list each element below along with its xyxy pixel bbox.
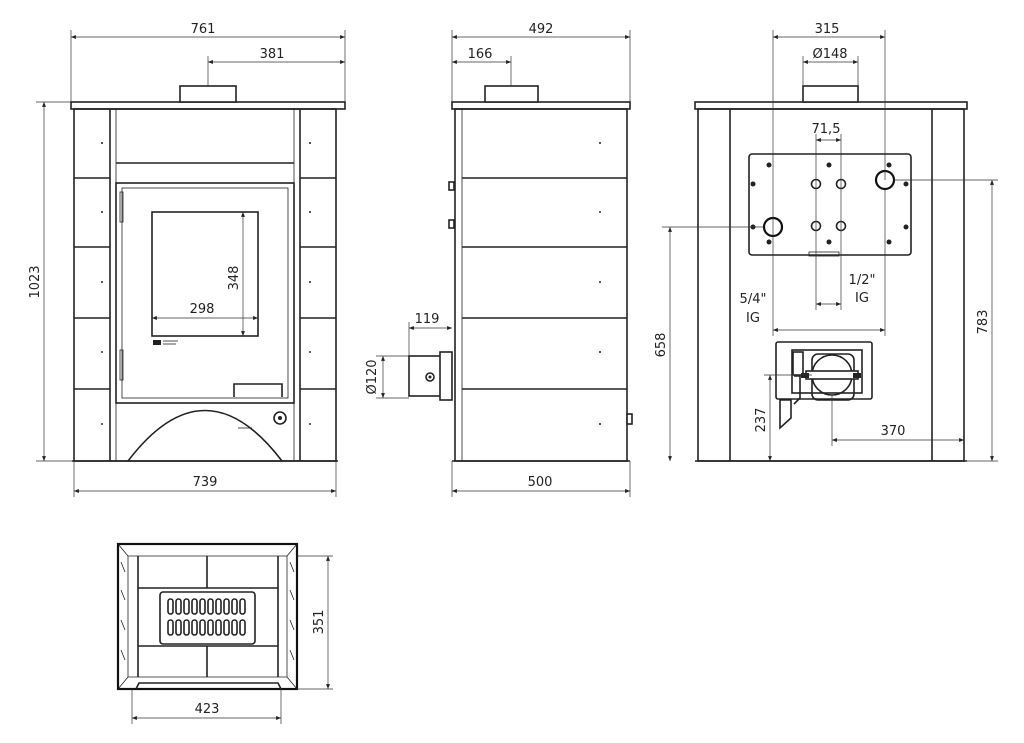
front-air-control [233, 383, 283, 397]
dim-height-658: 658 [654, 333, 669, 358]
dim-side-depth: 500 [528, 475, 553, 490]
side-flue-collar [484, 85, 539, 103]
grill-slot [239, 619, 246, 636]
front-right-tiles [293, 109, 336, 461]
back-air-intake [775, 341, 873, 430]
grill-slot [207, 619, 214, 636]
grill-slot [199, 598, 206, 615]
side-top-plate [451, 101, 631, 110]
back-flue-collar [802, 85, 859, 103]
front-body [73, 108, 337, 462]
dim-inlet-diameter: Ø120 [365, 359, 380, 394]
back-top-plate [694, 101, 968, 110]
front-door [115, 182, 295, 404]
grill-slot [215, 619, 222, 636]
grill-slot [191, 619, 198, 636]
front-logo [153, 340, 161, 345]
dim-flue-diameter: Ø148 [812, 47, 847, 62]
grill-slot [175, 619, 182, 636]
front-flue-collar [179, 85, 237, 103]
conn-a-type: IG [746, 311, 760, 326]
grill-slot [207, 598, 214, 615]
dim-top-width: 423 [195, 702, 220, 717]
grill-slot [199, 619, 206, 636]
side-view [408, 85, 633, 462]
front-top-plate [70, 101, 346, 110]
back-body [697, 108, 965, 462]
front-view [70, 85, 346, 462]
grill-slot [175, 598, 182, 615]
front-dimensions: 761 381 1023 348 298 739 [28, 22, 346, 497]
side-dimensions: 492 166 500 119 Ø120 [365, 22, 631, 497]
dim-glass-width: 298 [190, 302, 215, 317]
top-grill-slots [167, 598, 246, 636]
conn-a-size: 5/4" [740, 292, 767, 307]
top-outline [116, 542, 299, 691]
front-glass [151, 211, 259, 337]
dim-base-width: 739 [193, 475, 218, 490]
grill-slot [191, 598, 198, 615]
grill-slot [231, 619, 238, 636]
front-ash-arch [127, 409, 283, 462]
dim-connections-width: 315 [815, 22, 840, 37]
dim-pitch: 71,5 [812, 122, 841, 137]
dim-offset-370: 370 [881, 424, 906, 439]
grill-slot [223, 598, 230, 615]
dim-side-width: 492 [529, 22, 554, 37]
grill-slot [183, 598, 190, 615]
dim-top-depth: 351 [312, 610, 327, 635]
conn-b-size: 1/2" [849, 273, 876, 288]
grill-slot [167, 619, 174, 636]
conn-b-type: IG [855, 291, 869, 306]
dim-inlet-offset: 119 [415, 312, 440, 327]
top-view [116, 542, 299, 691]
front-knob [273, 411, 287, 425]
grill-slot [231, 598, 238, 615]
back-view [694, 85, 968, 462]
side-body [454, 108, 628, 462]
dim-side-flue-offset: 166 [468, 47, 493, 62]
grill-slot [215, 598, 222, 615]
grill-slot [239, 598, 246, 615]
grill-slot [183, 619, 190, 636]
dim-front-width: 761 [191, 22, 216, 37]
dim-front-flue-offset: 381 [260, 47, 285, 62]
top-dimensions: 351 423 [131, 555, 333, 724]
top-grill [159, 591, 256, 645]
dim-height-237: 237 [754, 408, 769, 433]
back-connection-plate [748, 153, 912, 256]
grill-slot [167, 598, 174, 615]
grill-slot [223, 619, 230, 636]
dim-front-height: 1023 [28, 265, 43, 298]
dim-height-783: 783 [976, 310, 991, 335]
front-left-tiles [74, 109, 117, 461]
back-dimensions: 315 Ø148 71,5 1/2" IG 5/4" IG 658 783 2 [654, 22, 998, 462]
dim-glass-height: 348 [227, 266, 242, 291]
